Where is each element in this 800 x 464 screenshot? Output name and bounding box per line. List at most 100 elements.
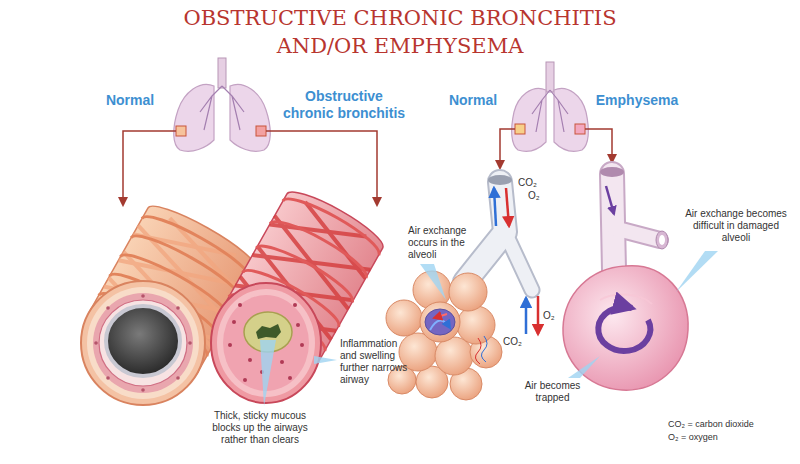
normal-airway: [106, 306, 110, 310]
pointer-line: [266, 131, 377, 205]
callout-label: Thick, sticky mucous blocks up the airwa…: [204, 410, 316, 446]
normal-airway: [106, 306, 180, 376]
pointer-wedge: [568, 356, 600, 378]
key-entry: O₂ = oxygen: [668, 432, 718, 443]
alveoli-cluster: [435, 337, 473, 375]
callout-label: Air becomes trapped: [520, 380, 585, 404]
lung-icon: [532, 90, 568, 132]
normal-airway: [176, 376, 180, 380]
lung-icon: [176, 126, 186, 136]
gas-arrow: [506, 188, 509, 226]
obstructed-airway: [288, 376, 292, 380]
alveoli-cluster: [386, 271, 502, 400]
alveoli-cluster: [449, 273, 487, 311]
gas-arrow: [494, 188, 538, 334]
callout-label: Inflammation and swelling further narrow…: [340, 338, 416, 386]
lung-icon: [230, 84, 270, 151]
normal-airway: [94, 341, 98, 345]
alveolus-cutaway: [425, 309, 487, 364]
normal-airway: [106, 376, 110, 380]
obstructed-airway: [280, 360, 284, 364]
normal-airway: [94, 294, 192, 392]
alveolus-cutaway: [475, 338, 481, 364]
pointer-line: [500, 129, 612, 168]
pointer-wedge: [260, 340, 337, 406]
lung-icon: [174, 84, 214, 151]
diagram-title: OBSTRUCTIVE CHRONIC BRONCHITIS AND/OR EM…: [140, 4, 660, 60]
alveolus-cutaway: [434, 314, 447, 318]
normal-airway: [87, 287, 199, 399]
trapped-air-arrow: [598, 307, 650, 351]
lung-icon: [554, 88, 588, 151]
gas-label: CO₂: [518, 177, 537, 189]
pointer-wedge: [676, 251, 718, 292]
alveolus-cutaway: [425, 309, 455, 335]
bronchiole-opening: [488, 175, 512, 185]
normal-airway: [99, 300, 187, 386]
callout-label: Air exchange occurs in the alveoli: [408, 225, 478, 261]
alveoli-cluster: [457, 306, 495, 344]
bronchiole: [614, 228, 660, 240]
normal-airway: [176, 306, 180, 310]
pointer-line: [585, 129, 612, 162]
pointer-wedge: [260, 340, 276, 406]
gas-arrow: [494, 188, 496, 226]
bronchiole: [465, 182, 532, 290]
lung-icon: [512, 62, 589, 151]
lung-icon: [174, 58, 271, 151]
panel-heading: Normal: [438, 92, 508, 109]
bronchiole-end: [656, 231, 668, 249]
panel-heading: Obstructive chronic bronchitis: [278, 88, 410, 122]
bronchiole-end: [659, 235, 665, 245]
obstructed-airway: [293, 303, 297, 307]
lung-icon: [256, 126, 266, 136]
gas-label: O₂: [528, 190, 540, 202]
damaged-alveolus: [563, 266, 688, 390]
obstructed-airway: [232, 320, 236, 324]
normal-airway: [81, 281, 205, 405]
obstructed-airway: [300, 343, 304, 347]
obstructed-airway: [256, 324, 281, 339]
gas-label: CO₂: [503, 336, 522, 348]
callout-label: Air exchange becomes difficult in damage…: [680, 208, 792, 244]
bronchiole: [505, 232, 532, 290]
obstructed-airway: [296, 323, 300, 327]
key-entry: CO₂ = carbon dioxide: [668, 419, 754, 430]
alveoli-cluster: [420, 302, 460, 342]
sac-highlight: [600, 294, 652, 304]
normal-airway: [93, 293, 193, 393]
pointer-line: [123, 131, 176, 205]
obstructed-airway: [243, 378, 247, 382]
normal-airway: [141, 294, 145, 298]
gas-label: O₂: [543, 310, 555, 322]
obstructed-airway: [228, 343, 232, 347]
panel-heading: Emphysema: [592, 92, 682, 109]
obstructed-airway: [248, 358, 252, 362]
panel-heading: Normal: [95, 92, 165, 109]
bronchiole-end: [656, 231, 668, 249]
gas-arrow: [537, 296, 540, 334]
pointer-wedge: [314, 356, 337, 364]
bronchiole: [612, 174, 660, 270]
obstructed-airway: [238, 303, 242, 307]
lung-icon: [512, 88, 546, 151]
alveolus-cutaway: [481, 336, 487, 362]
lung-icon: [575, 124, 585, 134]
normal-airway: [141, 388, 145, 392]
alveolus-cutaway: [430, 320, 450, 330]
air-arrow: [606, 186, 614, 214]
bronchiole-opening: [600, 167, 624, 177]
gas-arrow: [525, 298, 528, 334]
pointer-wedge: [420, 264, 446, 300]
pointer-wedge: [568, 251, 718, 378]
bronchiole: [505, 232, 532, 290]
pointer-line: [500, 129, 515, 168]
lung-icon: [515, 124, 525, 134]
lung-icon: [200, 86, 244, 130]
lung-icon: [546, 62, 554, 92]
pointer-line: [123, 131, 377, 205]
normal-airway: [188, 341, 192, 345]
lung-icon: [218, 58, 226, 88]
